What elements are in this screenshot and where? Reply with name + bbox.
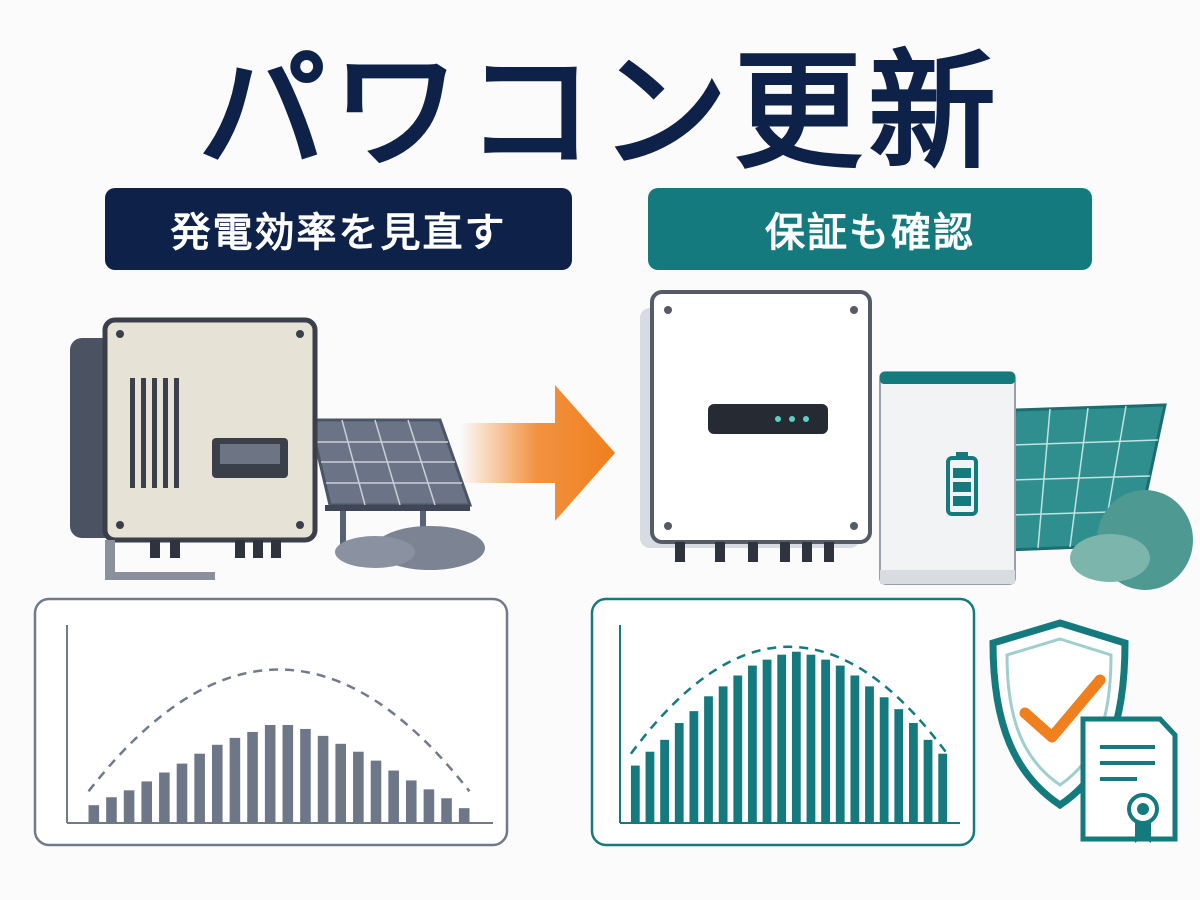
page-title: パワコン更新 xyxy=(197,38,1002,187)
new-solar-panel xyxy=(1006,403,1193,590)
chart-bar xyxy=(159,772,170,823)
chart-bar xyxy=(894,709,904,823)
check-icon xyxy=(1019,674,1106,743)
chart-bar xyxy=(123,790,135,823)
chart-bar xyxy=(335,743,347,823)
old-inverter xyxy=(70,317,318,580)
chart-bar xyxy=(353,751,364,823)
chart-bar xyxy=(704,696,713,823)
chart-bar xyxy=(630,765,640,823)
chart-bar xyxy=(229,737,241,823)
chart-bar xyxy=(300,728,311,823)
chart-bar xyxy=(835,665,845,823)
chart-bar xyxy=(762,659,772,823)
chart-bar xyxy=(821,659,830,823)
chart-bar xyxy=(689,711,699,823)
ideal-output-curve xyxy=(87,668,471,793)
chart-bar xyxy=(923,739,933,823)
chart-bar xyxy=(909,723,918,823)
old-solar-panel xyxy=(308,418,485,570)
chart-bar xyxy=(264,724,276,823)
chart-bar xyxy=(282,724,294,823)
new-inverter xyxy=(640,290,872,562)
old-inverter-illustration xyxy=(70,317,485,580)
chart-bar xyxy=(211,744,223,823)
new-output-chart xyxy=(590,597,976,847)
chart-bar xyxy=(645,751,655,823)
new-inverter-illustration xyxy=(640,290,1193,590)
chart-bar xyxy=(718,686,728,823)
chart-bar xyxy=(247,731,258,823)
chart-bar xyxy=(850,675,860,823)
battery-unit xyxy=(879,371,1016,585)
warranty-shield-icon xyxy=(989,619,1178,843)
chart-bar xyxy=(660,739,669,823)
chart-bar xyxy=(106,797,117,823)
chart-bar xyxy=(458,808,470,823)
chart-bar xyxy=(88,805,100,823)
chart-bar xyxy=(388,770,399,823)
chart-bar xyxy=(176,763,188,823)
certificate-icon xyxy=(1080,716,1178,843)
chart-bar xyxy=(194,753,205,823)
chart-bar xyxy=(141,781,153,823)
efficiency-label: 発電効率を見直す xyxy=(105,188,572,270)
chart-bar xyxy=(806,654,816,823)
chart-bar xyxy=(674,723,684,823)
warranty-label: 保証も確認 xyxy=(648,188,1092,270)
ideal-output-curve xyxy=(629,645,949,755)
chart-bar xyxy=(777,654,787,823)
chart-bar xyxy=(441,798,452,823)
chart-bar xyxy=(865,686,874,823)
chart-bar xyxy=(748,665,757,823)
arrow-right-icon xyxy=(460,385,615,521)
chart-bar xyxy=(317,735,329,823)
chart-bar xyxy=(938,753,948,823)
chart-bar xyxy=(879,697,889,823)
chart-bar xyxy=(733,675,743,823)
old-output-chart xyxy=(33,597,509,847)
chart-bar xyxy=(423,789,435,823)
chart-bar xyxy=(405,780,417,823)
chart-bar xyxy=(370,760,382,823)
chart-bar xyxy=(791,651,801,823)
